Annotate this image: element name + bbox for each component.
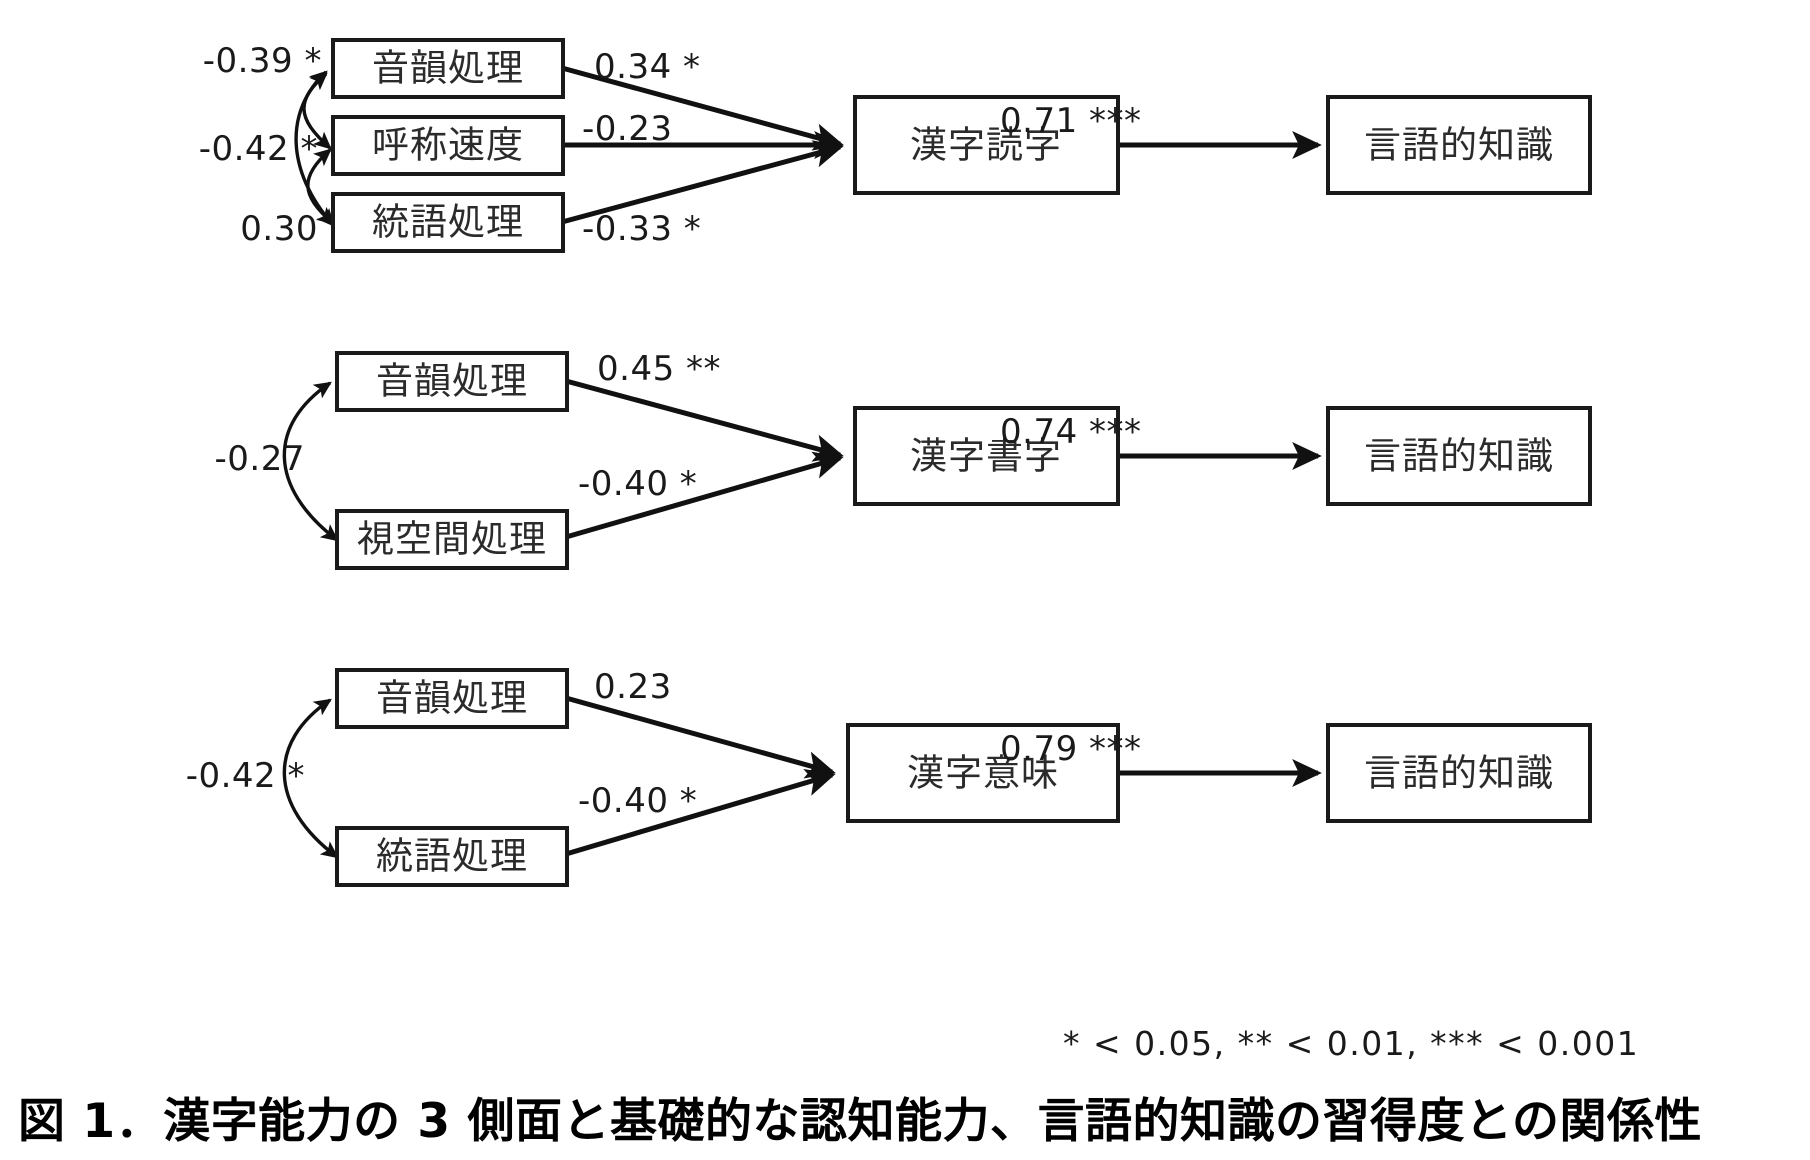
correlation-arc-phon-syn — [302, 72, 332, 150]
coef-corr-naming-syn-1: 0.30 — [240, 209, 318, 249]
box-phonological-processing-3: 音韻処理 — [335, 668, 569, 729]
significance-legend: * < 0.05, ** < 0.01, *** < 0.001 — [1063, 1024, 1639, 1063]
path-arrow-syn-to-reading — [561, 140, 844, 225]
box-label: 呼称速度 — [372, 124, 524, 167]
box-label: 音韻処理 — [376, 360, 528, 403]
box-label: 統語処理 — [376, 835, 528, 878]
box-label: 漢字読字 — [910, 124, 1062, 167]
box-label: 言語的知識 — [1364, 124, 1554, 167]
box-rect — [335, 668, 569, 729]
box-rect — [1326, 723, 1592, 823]
coef-path-phon-1: 0.34 * — [594, 47, 701, 87]
box-rect — [331, 115, 565, 176]
figure-caption: 図 1．漢字能力の 3 側面と基礎的な認知能力、言語的知識の習得度との関係性 — [18, 1094, 1703, 1149]
box-kanji-writing: 漢字書字 — [853, 406, 1120, 506]
box-label: 音韻処理 — [372, 47, 524, 90]
coef-path-outcome-2: 0.74 *** — [1000, 412, 1142, 452]
box-verbal-knowledge-2: 言語的知識 — [1326, 406, 1592, 506]
path-arrow-phon-to-reading — [561, 65, 844, 151]
box-rect — [853, 406, 1120, 506]
box-rect — [331, 192, 565, 253]
coef-path-outcome-3: 0.79 *** — [1000, 729, 1142, 769]
box-rect — [1326, 406, 1592, 506]
box-phonological-processing-1: 音韻処理 — [331, 38, 565, 99]
path-arrow-visuo-to-writing — [565, 451, 844, 540]
coef-path-syn-3: -0.40 * — [578, 781, 697, 821]
coef-corr-phon-syn-3: -0.42 * — [186, 756, 305, 796]
correlation-arc-naming-syn — [306, 148, 335, 225]
box-label: 視空間処理 — [357, 518, 547, 561]
box-label: 音韻処理 — [376, 677, 528, 720]
panel-meaning: 音韻処理 統語処理 漢字意味 言語的知識 -0.42 * 0.23 -0.40 … — [186, 667, 1592, 887]
box-label: 漢字書字 — [910, 435, 1062, 478]
coef-path-syn-1: -0.33 * — [582, 209, 701, 249]
correlation-arc-phon-syn-3 — [282, 698, 339, 859]
box-label: 漢字意味 — [907, 752, 1059, 795]
box-rect — [335, 826, 569, 887]
box-rect — [335, 351, 569, 412]
box-rect — [853, 95, 1120, 195]
coef-path-phon-2: 0.45 ** — [597, 349, 721, 389]
box-verbal-knowledge-1: 言語的知識 — [1326, 95, 1592, 195]
coef-path-visuo-2: -0.40 * — [578, 464, 697, 504]
coef-path-phon-3: 0.23 — [594, 667, 672, 707]
box-phonological-processing-2: 音韻処理 — [335, 351, 569, 412]
correlation-arc-phon-visuo — [282, 381, 339, 542]
box-label: 言語的知識 — [1364, 435, 1554, 478]
coef-corr-phon-visuo-2: -0.27 — [215, 439, 305, 479]
box-rect — [331, 38, 565, 99]
box-syntactic-processing-3: 統語処理 — [335, 826, 569, 887]
path-arrow-phon-to-writing — [565, 378, 844, 462]
coef-corr-phon-naming-1: -0.39 * — [203, 41, 322, 81]
coef-path-naming-1: -0.23 — [582, 109, 672, 149]
box-visuospatial-processing: 視空間処理 — [335, 509, 569, 570]
path-arrow-phon-to-meaning — [565, 695, 836, 779]
box-rect — [335, 509, 569, 570]
box-rect — [1326, 95, 1592, 195]
box-syntactic-processing-1: 統語処理 — [331, 192, 565, 253]
box-label: 統語処理 — [372, 201, 524, 244]
coef-path-outcome-1: 0.71 *** — [1000, 101, 1142, 141]
box-kanji-reading: 漢字読字 — [853, 95, 1120, 195]
box-naming-speed-1: 呼称速度 — [331, 115, 565, 176]
box-rect — [846, 723, 1120, 823]
coef-corr-phon-syn-1: -0.42 * — [199, 129, 318, 169]
box-kanji-meaning: 漢字意味 — [846, 723, 1120, 823]
box-verbal-knowledge-3: 言語的知識 — [1326, 723, 1592, 823]
box-label: 言語的知識 — [1364, 752, 1554, 795]
panel-writing: 音韻処理 視空間処理 漢字書字 言語的知識 -0.27 0.45 ** -0.4… — [215, 349, 1592, 570]
panel-reading: 音韻処理 呼称速度 統語処理 漢字読字 言語的知識 -0.39 * -0.42 … — [199, 38, 1592, 253]
path-arrow-syn-to-meaning — [565, 768, 836, 857]
